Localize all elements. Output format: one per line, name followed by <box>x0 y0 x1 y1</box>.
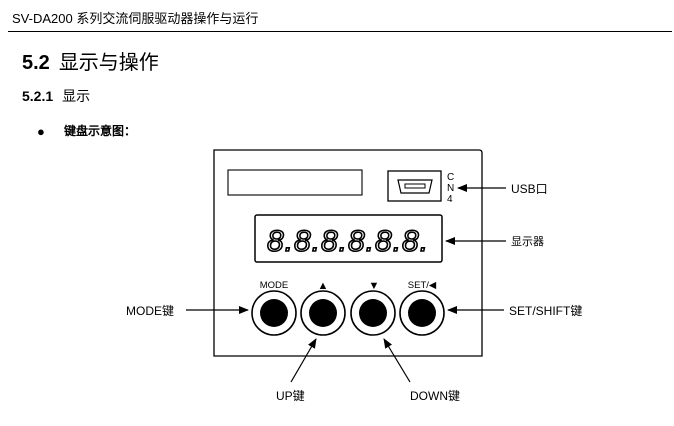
section-title-text: 显示与操作 <box>58 52 159 74</box>
down-key-label: ▼ <box>369 280 380 292</box>
down-callout-arrow <box>383 338 411 383</box>
usb-port-label-4: 4 <box>447 194 453 205</box>
usb-callout-label: USB口 <box>511 182 548 196</box>
usb-port-label-n: N <box>447 183 454 194</box>
subsection-number: 5.2.1 <box>22 88 54 104</box>
led-display <box>254 214 443 263</box>
subsection-heading: 5.2.1 显示 <box>22 86 90 106</box>
usb-port[interactable] <box>387 170 442 202</box>
up-callout-arrow <box>290 338 317 383</box>
mode-key[interactable] <box>251 290 297 336</box>
up-key-label: ▲ <box>318 280 329 292</box>
up-key[interactable] <box>300 290 346 336</box>
down-key[interactable] <box>350 290 396 336</box>
mode-key-label: MODE <box>260 280 289 291</box>
usb-port-label-c: C <box>447 172 454 183</box>
bullet-dot: ● <box>37 124 45 139</box>
set-shift-key[interactable] <box>399 290 445 336</box>
display-callout-label: 显示器 <box>511 236 544 248</box>
up-key-callout-label: UP键 <box>276 389 305 403</box>
header-rule <box>8 31 672 32</box>
set-key-label: SET/◀ <box>408 280 437 291</box>
set-shift-key-callout-label: SET/SHIFT键 <box>509 304 583 318</box>
label-window <box>227 169 363 196</box>
section-heading: 5.2 显示与操作 <box>22 46 159 75</box>
subsection-title-text: 显示 <box>62 88 91 104</box>
mode-key-callout-label: MODE键 <box>126 304 175 318</box>
led-display-digits: 8.8.8.8.8.8. <box>267 225 429 258</box>
section-number: 5.2 <box>22 52 50 74</box>
bullet-text: 键盘示意图： <box>64 124 137 138</box>
document-header: SV-DA200 系列交流伺服驱动器操作与运行 <box>12 11 259 26</box>
down-key-callout-label: DOWN键 <box>410 389 460 403</box>
